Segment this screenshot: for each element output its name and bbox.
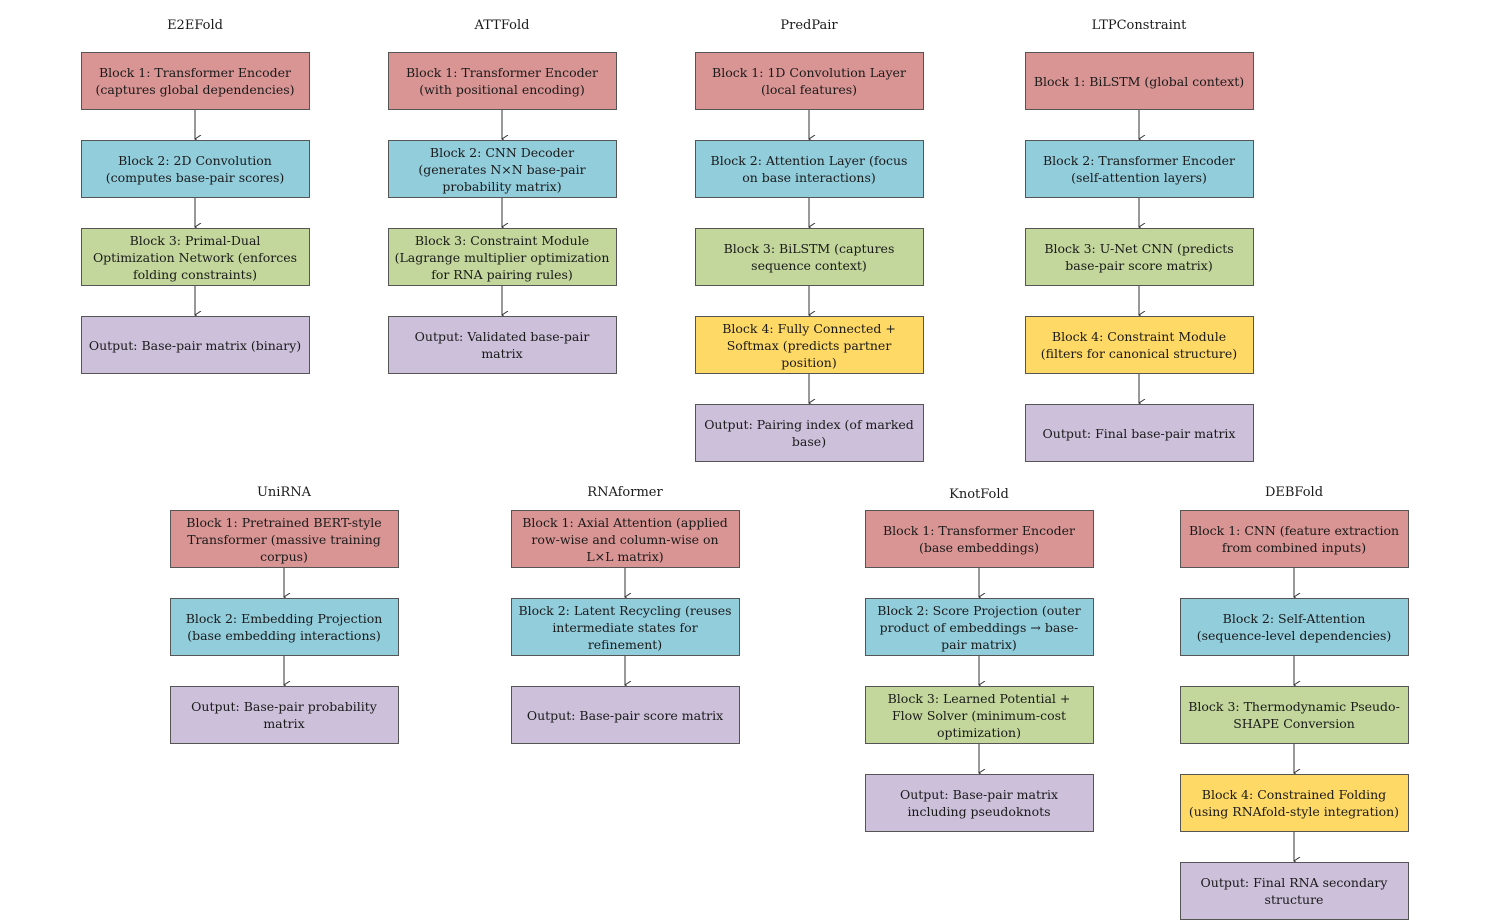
ltpconstraint-block-3: Block 3: U-Net CNN (predicts base-pair s… xyxy=(1024,228,1254,286)
rnaformer-title: RNAformer xyxy=(587,485,663,500)
ltpconstraint-block-4: Block 4: Constraint Module (filters for … xyxy=(1024,316,1254,374)
unirna-block-1-label: Block 1: Pretrained BERT-style Transform… xyxy=(186,514,382,564)
e2efold-block-2: Block 2: 2D Convolution (computes base-p… xyxy=(80,140,310,198)
rnaformer-block-2-label: Block 2: Latent Recycling (reuses interm… xyxy=(518,602,732,652)
knotfold-block-3-label: Block 3: Learned Potential + Flow Solver… xyxy=(887,690,1071,740)
debfold-block-1-label: Block 1: CNN (feature extraction from co… xyxy=(1188,523,1400,555)
rnaformer-block-1: Block 1: Axial Attention (applied row-wi… xyxy=(510,510,740,568)
predpair-block-3: Block 3: BiLSTM (captures sequence conte… xyxy=(694,228,924,286)
attfold-block-3-label: Block 3: Constraint Module (Lagrange mul… xyxy=(394,232,610,282)
debfold-block-2-label: Block 2: Self-Attention (sequence-level … xyxy=(1196,611,1392,643)
knotfold-title: KnotFold xyxy=(949,487,1009,502)
e2efold-block-3: Block 3: Primal-Dual Optimization Networ… xyxy=(80,228,310,286)
attfold-block-2-label: Block 2: CNN Decoder (generates N×N base… xyxy=(418,144,586,194)
debfold-title: DEBFold xyxy=(1264,485,1324,500)
knotfold-block-2-label: Block 2: Score Projection (outer product… xyxy=(877,602,1081,652)
unirna-title: UniRNA xyxy=(256,485,312,500)
ltpconstraint-block-5-label: Output: Final base-pair matrix xyxy=(1042,425,1236,441)
knotfold-block-3: Block 3: Learned Potential + Flow Solver… xyxy=(864,686,1094,744)
predpair-block-1-label: Block 1: 1D Convolution Layer (local fea… xyxy=(712,65,906,97)
unirna-block-3-label: Output: Base-pair probability matrix xyxy=(191,699,377,731)
e2efold-block-1: Block 1: Transformer Encoder (captures g… xyxy=(80,52,310,110)
e2efold-block-4-label: Output: Base-pair matrix (binary) xyxy=(88,337,302,353)
attfold-block-3: Block 3: Constraint Module (Lagrange mul… xyxy=(387,228,617,286)
e2efold-block-4: Output: Base-pair matrix (binary) xyxy=(80,316,310,374)
e2efold-block-1-label: Block 1: Transformer Encoder (captures g… xyxy=(95,65,295,97)
predpair-block-2: Block 2: Attention Layer (focus on base … xyxy=(694,140,924,198)
ltpconstraint-block-1: Block 1: BiLSTM (global context) xyxy=(1024,52,1254,110)
predpair-title: PredPair xyxy=(780,18,838,33)
debfold-block-2: Block 2: Self-Attention (sequence-level … xyxy=(1179,598,1409,656)
e2efold-block-3-label: Block 3: Primal-Dual Optimization Networ… xyxy=(92,232,298,282)
knotfold-block-4-label: Output: Base-pair matrix including pseud… xyxy=(899,787,1058,819)
predpair-block-2-label: Block 2: Attention Layer (focus on base … xyxy=(710,153,908,185)
attfold-block-1-label: Block 1: Transformer Encoder (with posit… xyxy=(405,65,599,97)
attfold-block-2: Block 2: CNN Decoder (generates N×N base… xyxy=(387,140,617,198)
knotfold-block-1-label: Block 1: Transformer Encoder (base embed… xyxy=(882,523,1076,555)
predpair-block-5: Output: Pairing index (of marked base) xyxy=(694,404,924,462)
unirna-block-2: Block 2: Embedding Projection (base embe… xyxy=(169,598,399,656)
ltpconstraint-block-2-label: Block 2: Transformer Encoder (self-atten… xyxy=(1042,153,1236,185)
debfold-block-3-label: Block 3: Thermodynamic Pseudo-SHAPE Conv… xyxy=(1188,699,1400,731)
predpair-block-1: Block 1: 1D Convolution Layer (local fea… xyxy=(694,52,924,110)
ltpconstraint-block-1-label: Block 1: BiLSTM (global context) xyxy=(1033,73,1245,89)
unirna-block-2-label: Block 2: Embedding Projection (base embe… xyxy=(185,611,383,643)
attfold-title: ATTFold xyxy=(474,18,530,33)
attfold-block-1: Block 1: Transformer Encoder (with posit… xyxy=(387,52,617,110)
ltpconstraint-block-2: Block 2: Transformer Encoder (self-atten… xyxy=(1024,140,1254,198)
ltpconstraint-block-4-label: Block 4: Constraint Module (filters for … xyxy=(1040,329,1238,361)
debfold-block-1: Block 1: CNN (feature extraction from co… xyxy=(1179,510,1409,568)
predpair-block-3-label: Block 3: BiLSTM (captures sequence conte… xyxy=(723,241,895,273)
knotfold-block-4: Output: Base-pair matrix including pseud… xyxy=(864,774,1094,832)
debfold-block-5: Output: Final RNA secondary structure xyxy=(1179,862,1409,920)
debfold-block-5-label: Output: Final RNA secondary structure xyxy=(1200,875,1388,907)
debfold-block-4-label: Block 4: Constrained Folding (using RNAf… xyxy=(1188,787,1400,819)
attfold-block-4: Output: Validated base-pair matrix xyxy=(387,316,617,374)
predpair-block-4: Block 4: Fully Connected + Softmax (pred… xyxy=(694,316,924,374)
ltpconstraint-title: LTPConstraint xyxy=(1091,18,1187,33)
e2efold-title: E2EFold xyxy=(167,18,223,33)
rnaformer-block-2: Block 2: Latent Recycling (reuses interm… xyxy=(510,598,740,656)
ltpconstraint-block-3-label: Block 3: U-Net CNN (predicts base-pair s… xyxy=(1044,241,1234,273)
debfold-block-4: Block 4: Constrained Folding (using RNAf… xyxy=(1179,774,1409,832)
predpair-block-4-label: Block 4: Fully Connected + Softmax (pred… xyxy=(722,320,896,370)
rnaformer-block-3-label: Output: Base-pair score matrix xyxy=(526,707,724,723)
debfold-block-3: Block 3: Thermodynamic Pseudo-SHAPE Conv… xyxy=(1179,686,1409,744)
unirna-block-3: Output: Base-pair probability matrix xyxy=(169,686,399,744)
rnaformer-block-1-label: Block 1: Axial Attention (applied row-wi… xyxy=(522,514,728,564)
rnaformer-block-3: Output: Base-pair score matrix xyxy=(510,686,740,744)
knotfold-block-1: Block 1: Transformer Encoder (base embed… xyxy=(864,510,1094,568)
ltpconstraint-block-5: Output: Final base-pair matrix xyxy=(1024,404,1254,462)
unirna-block-1: Block 1: Pretrained BERT-style Transform… xyxy=(169,510,399,568)
knotfold-block-2: Block 2: Score Projection (outer product… xyxy=(864,598,1094,656)
e2efold-block-2-label: Block 2: 2D Convolution (computes base-p… xyxy=(105,153,285,185)
predpair-block-5-label: Output: Pairing index (of marked base) xyxy=(704,417,914,449)
attfold-block-4-label: Output: Validated base-pair matrix xyxy=(414,329,590,361)
